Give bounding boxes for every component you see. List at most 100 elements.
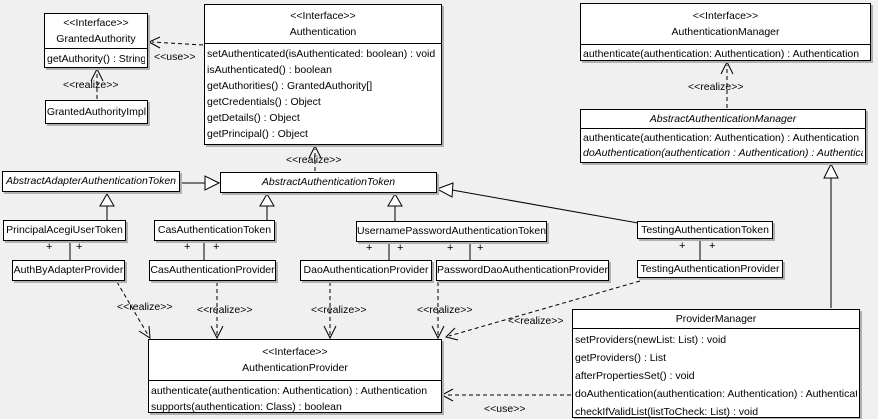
method: authenticate(authentication: Authenticat… xyxy=(151,385,428,397)
class-name: AuthenticationManager xyxy=(671,25,780,38)
realize-arrow-authbyadapterprovider xyxy=(116,281,151,339)
generalization-testingauthenticationtoken xyxy=(435,182,639,224)
class-name: AbstractAuthenticationManager xyxy=(649,112,797,125)
class-granted-authority-impl[interactable]: GrantedAuthorityImpl xyxy=(45,100,148,124)
class-username-password-authentication-token[interactable]: UsernamePasswordAuthenticationToken xyxy=(356,221,547,242)
class-name: CasAuthenticationProvider xyxy=(150,264,275,276)
class-name: AuthByAdapterProvider xyxy=(13,264,124,276)
method-list: authenticate(authentication: Authenticat… xyxy=(581,45,870,62)
class-dao-authentication-provider[interactable]: DaoAuthenticationProvider xyxy=(300,260,432,281)
association-plus-marker: + xyxy=(477,242,484,254)
realize-arrow-grantedauthorityimpl xyxy=(90,67,104,99)
method-list: authenticate(authentication: Authenticat… xyxy=(149,381,441,415)
class-name: PasswordDaoAuthenticationProvider xyxy=(437,264,609,276)
class-name: DaoAuthenticationProvider xyxy=(303,264,429,276)
class-title: AbstractAuthenticationManager xyxy=(581,110,865,129)
class-name: UsernamePasswordAuthenticationToken xyxy=(356,225,547,237)
class-authentication-provider[interactable]: <<Interface>> AuthenticationProvider aut… xyxy=(148,339,442,413)
method: checkIfValidList(listToCheck: List) : vo… xyxy=(575,406,759,418)
method: setAuthenticated(isAuthenticated: boolea… xyxy=(207,48,436,60)
class-title: <<Interface>> GrantedAuthority xyxy=(45,14,147,49)
association-plus-marker: + xyxy=(184,241,191,253)
method: isAuthenticated() : boolean xyxy=(207,64,332,76)
class-name: PrincipalAcegiUserToken xyxy=(6,224,123,236)
method: getProviders() : List xyxy=(575,352,667,364)
association-plus-marker: + xyxy=(213,241,220,253)
generalization-providermanager xyxy=(823,162,839,308)
generalization-abstractadaptertoken xyxy=(181,175,221,191)
realize-arrow-abstractauthenticationmanager xyxy=(720,60,734,108)
method: authenticate(authentication: Authenticat… xyxy=(583,132,860,144)
realize-label: <<realize>> xyxy=(508,315,564,327)
realize-label: <<realize>> xyxy=(117,301,173,313)
class-name: GrantedAuthorityImpl xyxy=(46,105,147,118)
class-name: AbstractAuthenticationToken xyxy=(261,176,396,188)
class-name: AuthenticationProvider xyxy=(242,361,348,374)
association-plus-marker: + xyxy=(447,242,454,254)
method: setProviders(newList: List) : void xyxy=(575,334,727,346)
method: authenticate(authentication: Authenticat… xyxy=(583,48,860,60)
use-arrow-authentication-grantedauthority xyxy=(147,36,204,49)
method: doAuthentication(authentication : Authen… xyxy=(583,147,863,159)
class-authentication[interactable]: <<Interface>> Authentication setAuthenti… xyxy=(204,4,442,145)
stereotype: <<Interface>> xyxy=(290,9,356,22)
class-cas-authentication-token[interactable]: CasAuthenticationToken xyxy=(154,220,275,241)
generalization-casauthenticationtoken xyxy=(259,193,275,220)
method: doAuthentication(authentication: Authent… xyxy=(575,388,857,400)
realize-arrow-passworddaoprovider xyxy=(431,282,445,340)
method: getDetails() : Object xyxy=(207,112,300,124)
method: afterPropertiesSet() : void xyxy=(575,370,695,382)
realize-label: <<realize>> xyxy=(63,79,119,91)
realize-label: <<realize>> xyxy=(197,304,253,316)
association-plus-marker: + xyxy=(679,240,686,252)
association-plus-marker: + xyxy=(76,241,83,253)
class-cas-authentication-provider[interactable]: CasAuthenticationProvider xyxy=(149,260,276,281)
class-name: ProviderManager xyxy=(675,312,757,325)
method: getAuthorities() : GrantedAuthority[] xyxy=(207,80,373,92)
realize-label: <<realize>> xyxy=(311,304,367,316)
class-provider-manager[interactable]: ProviderManager setProviders(newList: Li… xyxy=(572,309,860,418)
class-authentication-manager[interactable]: <<Interface>> AuthenticationManager auth… xyxy=(580,3,871,61)
use-arrow-providermanager xyxy=(440,388,571,402)
class-name: Authentication xyxy=(289,25,357,38)
method: getCredentials() : Object xyxy=(207,96,321,108)
class-title: ProviderManager xyxy=(573,310,859,329)
class-abstract-authentication-manager[interactable]: AbstractAuthenticationManager authentica… xyxy=(580,109,866,163)
method: getAuthority() : String xyxy=(47,53,145,65)
class-title: <<Interface>> AuthenticationManager xyxy=(581,4,870,45)
use-label: <<use>> xyxy=(154,51,196,63)
class-principal-acegi-user-token[interactable]: PrincipalAcegiUserToken xyxy=(3,220,126,241)
class-testing-authentication-token[interactable]: TestingAuthenticationToken xyxy=(637,221,773,239)
realize-arrow-abstractauthenticationtoken xyxy=(308,144,322,171)
generalization-principalacegiusertoken xyxy=(99,193,115,220)
method-list: authenticate(authentication: Authenticat… xyxy=(581,129,865,161)
class-title: <<Interface>> Authentication xyxy=(205,5,441,44)
stereotype: <<Interface>> xyxy=(262,345,328,358)
association-plus-marker: + xyxy=(709,240,716,252)
association-plus-marker: + xyxy=(397,242,404,254)
method: supports(authentication: Class) : boolea… xyxy=(151,401,342,413)
class-testing-authentication-provider[interactable]: TestingAuthenticationProvider xyxy=(637,260,783,278)
class-granted-authority[interactable]: <<Interface>> GrantedAuthority getAuthor… xyxy=(44,13,148,68)
realize-label: <<realize>> xyxy=(688,81,744,93)
realize-arrow-testingauthenticationprovider xyxy=(445,280,641,341)
stereotype: <<Interface>> xyxy=(63,16,129,29)
class-abstract-authentication-token[interactable]: AbstractAuthenticationToken xyxy=(220,172,437,193)
class-name: TestingAuthenticationProvider xyxy=(640,262,780,275)
realize-label: <<realize>> xyxy=(286,154,342,166)
use-label: <<use>> xyxy=(484,403,526,415)
class-title: <<Interface>> AuthenticationProvider xyxy=(149,340,441,381)
method-list: setAuthenticated(isAuthenticated: boolea… xyxy=(205,44,441,142)
class-abstract-adapter-authentication-token[interactable]: AbstractAdapterAuthenticationToken xyxy=(2,171,180,192)
method: getPrincipal() : Object xyxy=(207,128,308,140)
class-name: AbstractAdapterAuthenticationToken xyxy=(5,175,177,187)
method-list: getAuthority() : String xyxy=(45,49,147,67)
realize-label: <<realize>> xyxy=(417,304,473,316)
class-password-dao-authentication-provider[interactable]: PasswordDaoAuthenticationProvider xyxy=(436,260,609,281)
class-auth-by-adapter-provider[interactable]: AuthByAdapterProvider xyxy=(12,260,125,281)
stereotype: <<Interface>> xyxy=(692,9,759,22)
class-name: CasAuthenticationToken xyxy=(157,224,272,236)
class-name: TestingAuthenticationToken xyxy=(641,223,769,236)
